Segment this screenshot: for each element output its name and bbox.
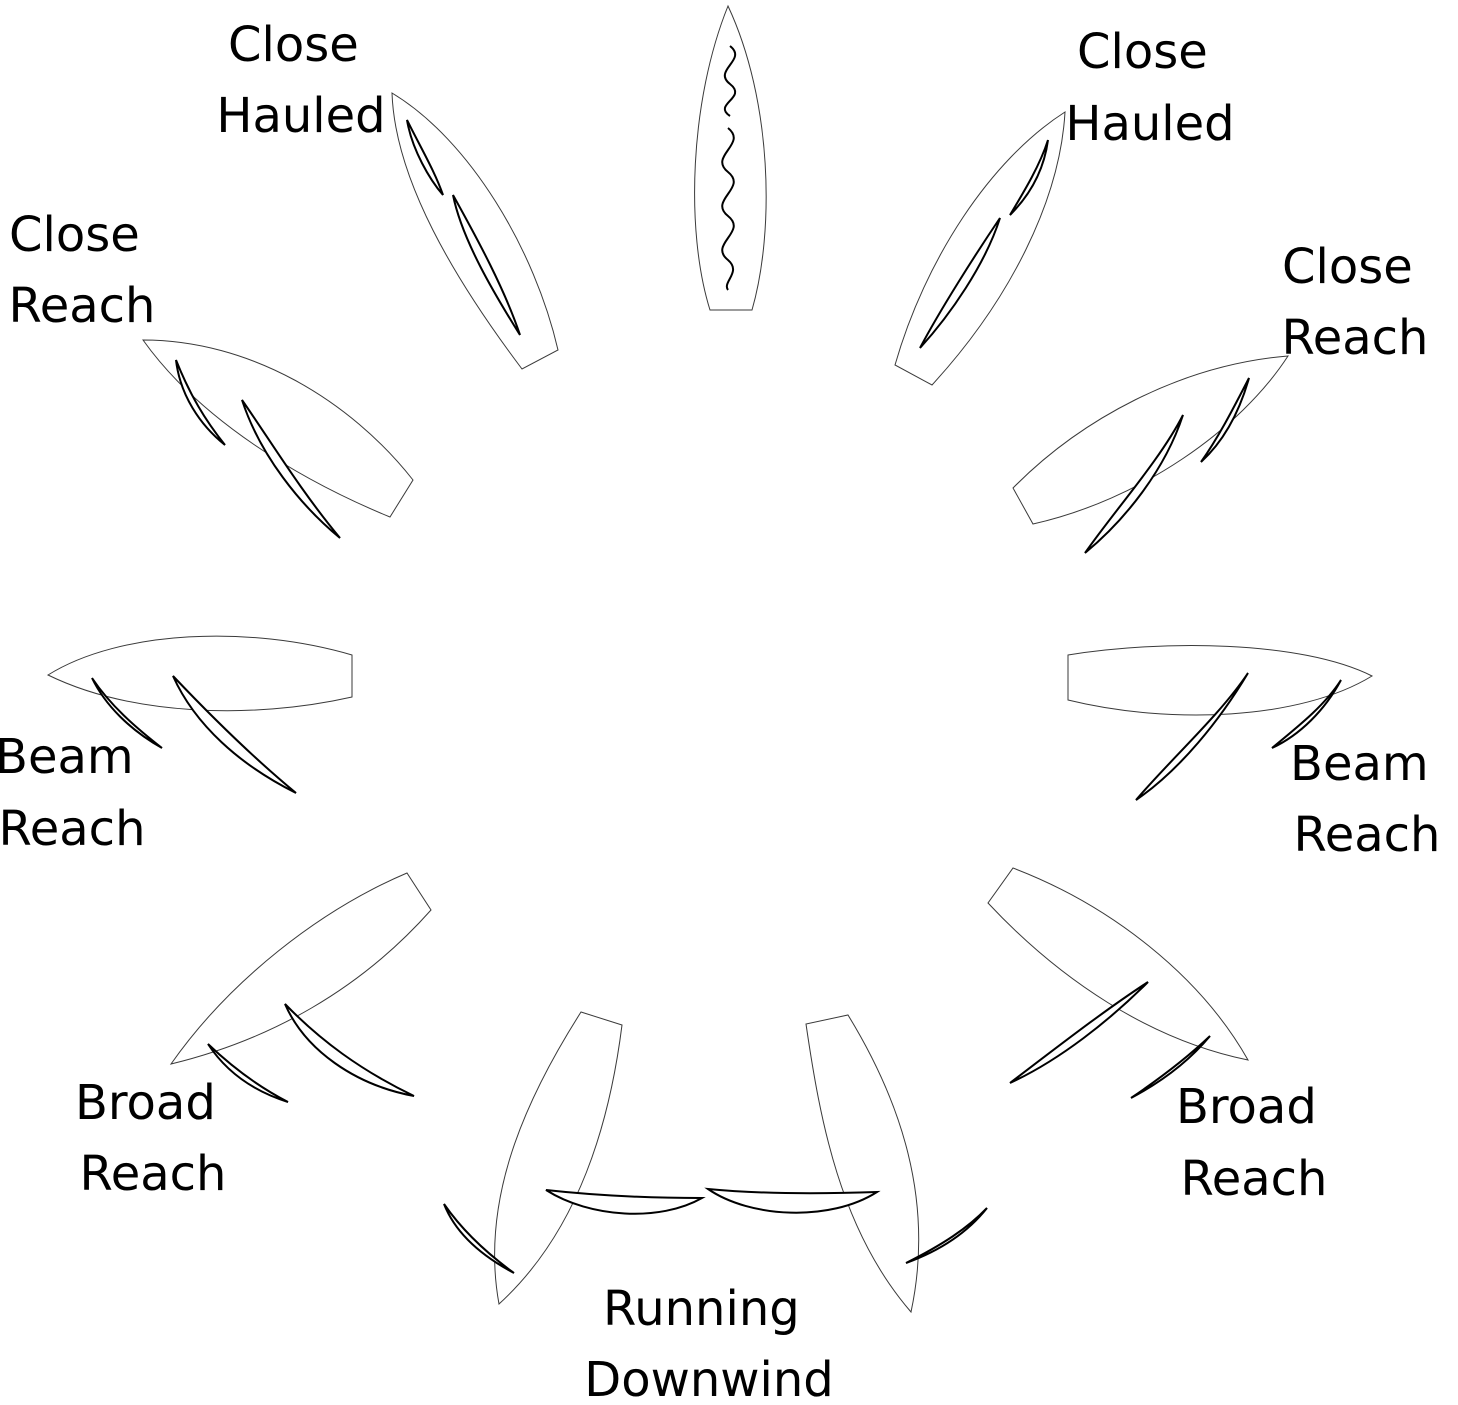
hull [987,867,1249,1061]
label-line: Close [228,17,359,73]
hull [142,339,414,518]
hull [46,635,353,712]
label-line: Hauled [216,88,385,144]
label-close-reach-left: Close Reach [9,207,156,334]
label-line: Close [9,207,140,263]
boat-close-hauled-left [391,92,559,370]
label-line: Close [1077,24,1208,80]
jib [406,119,444,196]
label-close-reach-right: Close Reach [1282,239,1429,366]
mainsail [545,1189,706,1215]
hull [494,1011,623,1305]
label-line: Reach [9,278,156,334]
label-line: Running [603,1281,800,1337]
boat-beam-reach-left [46,635,353,794]
label-beam-reach-right: Beam Reach [1290,736,1444,863]
label-line: Reach [0,801,145,857]
hull [694,4,767,311]
label-beam-reach-left: Beam Reach [0,729,149,857]
mainsail [241,399,341,539]
mainsail [172,675,297,794]
mainsail [1135,672,1249,801]
label-line: Broad [1176,1079,1317,1135]
label-line: Reach [1282,310,1429,366]
label-line: Beam [0,729,134,785]
label-line: Broad [75,1075,216,1131]
boat-close-reach-left [142,339,414,539]
hull [1067,645,1374,716]
mainsail [919,217,1001,349]
jib [207,1043,289,1103]
label-running-downwind: Running Downwind [584,1281,834,1405]
label-line: Hauled [1065,96,1234,152]
jib [443,1203,515,1274]
mainsail [1084,414,1184,554]
boat-in-irons [694,4,767,311]
mainsail [284,1003,415,1097]
label-broad-reach-right: Broad Reach [1176,1079,1332,1207]
label-close-hauled-left: Close Hauled [216,17,385,144]
mainsail [1009,981,1149,1084]
jib [1200,377,1250,463]
hull [391,92,559,370]
jib [1009,139,1049,216]
label-line: Reach [80,1146,227,1202]
jib [1130,1035,1211,1099]
label-close-hauled-right: Close Hauled [1065,24,1234,152]
boat-broad-reach-right [987,867,1249,1099]
label-line: Close [1282,239,1413,295]
boat-close-hauled-right [894,111,1066,386]
hull [805,1014,920,1314]
luffing-mainsail [721,127,735,291]
boat-close-reach-right [1012,355,1289,554]
jib [905,1207,988,1264]
jib [91,677,163,749]
luffing-jib [723,45,737,117]
label-broad-reach-left: Broad Reach [75,1075,231,1202]
mainsail [452,194,521,336]
label-line: Downwind [584,1352,834,1405]
mainsail [704,1187,881,1214]
jib [1271,679,1342,749]
hull [169,872,432,1065]
label-line: Reach [1294,807,1441,863]
boat-broad-reach-left [169,872,432,1103]
jib [175,359,226,446]
boat-beam-reach-right [1067,645,1374,801]
boat-running-left [443,1011,706,1305]
label-line: Reach [1181,1151,1328,1207]
boat-running-right [704,1014,988,1314]
label-line: Beam [1290,736,1429,792]
